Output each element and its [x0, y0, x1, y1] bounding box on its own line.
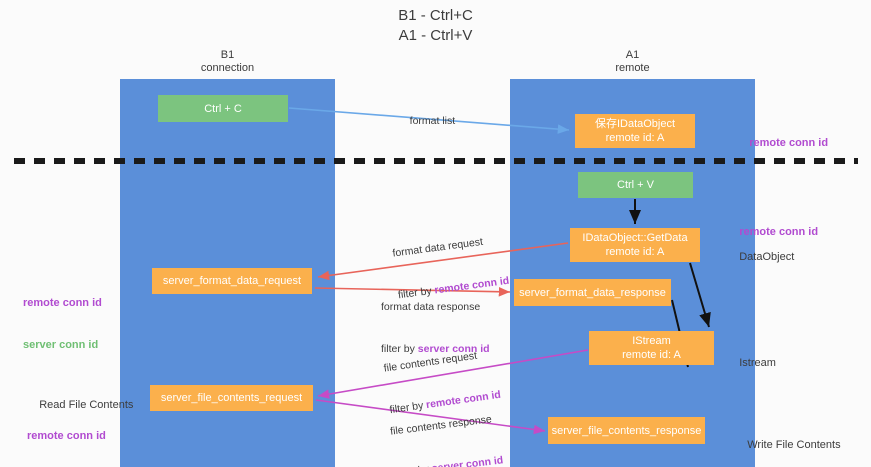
edge-label-text: file contents response	[389, 413, 493, 438]
edge-label-text: format data response	[381, 301, 481, 313]
filter-key: server conn id	[431, 454, 504, 467]
annotation-text: Write File Contents	[747, 439, 841, 451]
annotation-text: Istream	[739, 357, 776, 369]
annotation-remote-conn-id: remote conn id	[27, 430, 106, 442]
annotation-dataobject: DataObject	[727, 236, 794, 278]
annotation-write-file-contents: Write File Contents	[735, 424, 841, 466]
edge-label-format-list: format list	[398, 100, 456, 142]
edge-label-text: format list	[409, 115, 456, 127]
annotation-text: DataObject	[739, 251, 795, 263]
node-ctrl-c[interactable]: Ctrl + C	[158, 95, 288, 122]
annotation-remote-conn-id: remote conn id	[23, 297, 102, 309]
annotation-conn-ids-left-lower: remote conn id server conn id	[27, 401, 106, 467]
annotation-remote-conn-id-mid: remote conn id	[727, 211, 818, 253]
annotation-remote-conn-id-top: remote conn id	[737, 122, 828, 164]
node-server-file-contents-response[interactable]: server_file_contents_response	[548, 417, 705, 444]
edge-label-file-contents-response: file contents response filter by server …	[386, 384, 507, 467]
node-ctrl-v[interactable]: Ctrl + V	[578, 172, 693, 198]
edge-filter-line: filter by server conn id	[395, 453, 504, 467]
annotation-conn-ids-left-upper: remote conn id server conn id	[23, 268, 102, 380]
swimlane-b1-header: B1 connection	[200, 49, 255, 74]
node-istream[interactable]: IStream remote id: A	[589, 331, 714, 365]
annotation-text: Read File Contents	[39, 399, 134, 411]
annotation-text: remote conn id	[749, 137, 829, 149]
swimlane-a1-header: A1 remote	[615, 49, 650, 74]
annotation-server-conn-id: server conn id	[23, 339, 99, 351]
edge-label-text: format data request	[391, 235, 484, 260]
node-idataobject-getdata[interactable]: IDataObject::GetData remote id: A	[570, 228, 700, 262]
node-server-format-data-response[interactable]: server_format_data_response	[514, 279, 671, 306]
page-title: B1 - Ctrl+C A1 - Ctrl+V	[398, 7, 473, 44]
annotation-text: remote conn id	[739, 226, 819, 238]
annotation-read-file-contents: Read File Contents	[27, 384, 133, 426]
annotation-istream: Istream	[727, 342, 776, 384]
edge-label-text: file contents request	[383, 349, 478, 375]
node-idataobject-store[interactable]: 保存IDataObject remote id: A	[575, 114, 695, 148]
node-server-format-data-request[interactable]: server_format_data_request	[152, 268, 312, 294]
filter-prefix: filter by	[395, 463, 433, 467]
node-server-file-contents-request[interactable]: server_file_contents_request	[150, 385, 313, 411]
